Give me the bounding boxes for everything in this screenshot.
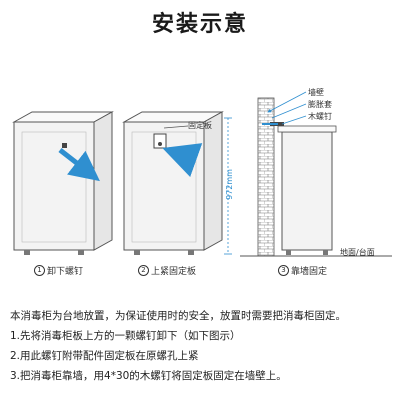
floor-label: 地面/台面 — [340, 248, 375, 257]
instruction-intro: 本消毒柜为台地放置，为保证使用时的安全，放置时需要把消毒柜固定。 — [10, 310, 346, 322]
anchor-label: 膨胀套 — [308, 100, 332, 109]
height-label: 972mm — [224, 169, 234, 200]
page-title: 安装示意 — [151, 12, 248, 37]
wall — [257, 97, 275, 257]
cabinet-step2 — [122, 111, 232, 255]
wall-mount-step3 — [240, 91, 392, 257]
arrow-icon — [58, 148, 100, 182]
instruction-step-3: 3.把消毒柜靠墙，用4*30的木螺钉将固定板固定在墙壁上。 — [10, 370, 287, 382]
step-number: 3 — [278, 265, 289, 276]
step-number: 1 — [34, 265, 45, 276]
screw-icon — [62, 143, 67, 148]
step-caption-text: 靠墙固定 — [291, 267, 328, 277]
wall-label: 墙壁 — [308, 88, 324, 97]
step-caption-2: 2 上紧固定板 — [138, 264, 196, 277]
screw-label: 木螺钉 — [308, 112, 332, 121]
step-number: 2 — [138, 265, 149, 276]
step-caption-text: 卸下螺钉 — [47, 267, 84, 277]
step-caption-3: 3 靠墙固定 — [278, 264, 327, 277]
instructions: 本消毒柜为台地放置，为保证使用时的安全，放置时需要把消毒柜固定。 1.先将消毒柜… — [10, 306, 394, 386]
instruction-step-1: 1.先将消毒柜板上方的一颗螺钉卸下（如下图示） — [10, 330, 241, 342]
cabinet-step1 — [12, 111, 114, 255]
instruction-step-2: 2.用此螺钉附带配件固定板在原螺孔上紧 — [10, 350, 199, 362]
step-caption-text: 上紧固定板 — [151, 267, 197, 277]
arrow-icon — [162, 143, 203, 178]
bracket-label: 固定板 — [188, 121, 212, 130]
step-caption-1: 1 卸下螺钉 — [34, 264, 83, 277]
